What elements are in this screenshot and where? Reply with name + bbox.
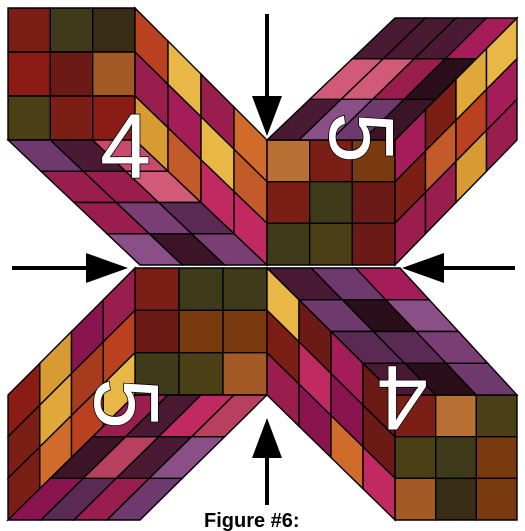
- tile: [436, 437, 477, 479]
- tile: [50, 8, 92, 52]
- arrow-right-icon: [12, 253, 128, 283]
- tile: [179, 310, 223, 352]
- tile: [476, 395, 517, 437]
- tile: [50, 96, 92, 140]
- tile: [310, 182, 353, 224]
- tile: [476, 437, 517, 479]
- cube-label-bottom-left: 5: [75, 378, 177, 429]
- cube-label-top-right: 5: [310, 112, 412, 163]
- cube-label-top-left: 4: [100, 96, 151, 198]
- face-front-bottom-left: [135, 268, 267, 395]
- figure-caption: Figure #6:: [204, 510, 300, 531]
- tile: [267, 223, 310, 265]
- arrow-up-icon: [252, 418, 282, 505]
- tile: [223, 353, 267, 395]
- tile: [310, 223, 353, 265]
- tile: [267, 182, 310, 224]
- tile: [476, 478, 517, 520]
- tile: [93, 52, 135, 96]
- tile: [223, 310, 267, 352]
- cube-label-bottom-right: 4: [377, 346, 428, 448]
- arrow-down-icon: [252, 14, 282, 136]
- tile: [352, 223, 395, 265]
- arrow-left-icon: [402, 253, 515, 283]
- tile: [436, 478, 477, 520]
- tile: [179, 353, 223, 395]
- tile: [179, 268, 223, 310]
- tile: [8, 52, 50, 96]
- tile: [267, 140, 310, 182]
- tile: [135, 310, 179, 352]
- tile: [50, 52, 92, 96]
- tile: [135, 268, 179, 310]
- tile: [93, 8, 135, 52]
- tile: [436, 395, 477, 437]
- tile: [352, 182, 395, 224]
- tile: [395, 478, 436, 520]
- tile: [8, 96, 50, 140]
- tile: [8, 8, 50, 52]
- tile: [223, 268, 267, 310]
